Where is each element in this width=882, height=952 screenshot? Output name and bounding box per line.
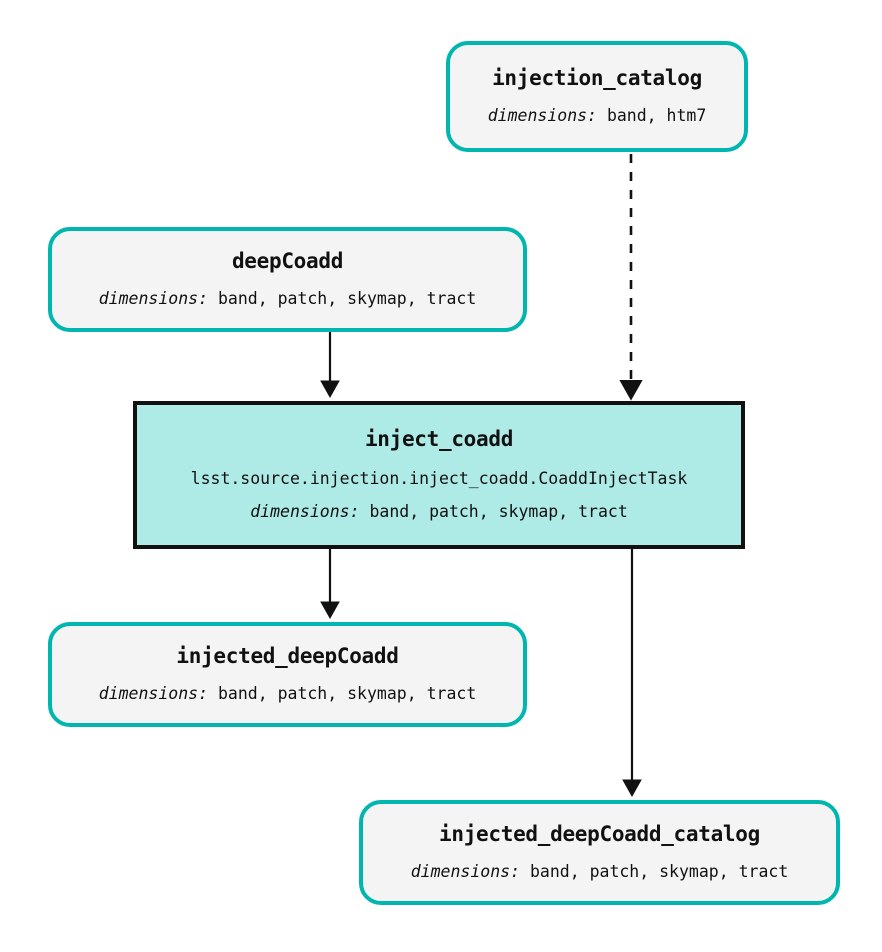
dimensions-key: dimensions: <box>487 105 597 125</box>
node-injected-deepcoadd[interactable]: injected_deepCoadd dimensions: band, pat… <box>48 622 527 727</box>
node-injected-deepcoadd-catalog[interactable]: injected_deepCoadd_catalog dimensions: b… <box>359 800 840 905</box>
node-dimensions: dimensions: band, htm7 <box>487 105 707 126</box>
node-dimensions: dimensions: band, patch, skymap, tract <box>98 288 477 309</box>
node-title: inject_coadd <box>364 427 514 452</box>
dimensions-key: dimensions: <box>98 288 209 308</box>
dimensions-value: band, patch, skymap, tract <box>217 683 477 703</box>
node-dimensions: dimensions: band, patch, skymap, tract <box>98 683 477 704</box>
node-dimensions: dimensions: band, patch, skymap, tract <box>410 861 789 882</box>
node-title: injected_deepCoadd <box>176 644 399 669</box>
node-title: injected_deepCoadd_catalog <box>439 822 760 847</box>
node-title: deepCoadd <box>231 249 344 274</box>
node-inject-coadd[interactable]: inject_coadd lsst.source.injection.injec… <box>133 401 745 549</box>
node-dimensions: dimensions: band, patch, skymap, tract <box>250 501 628 522</box>
dimensions-value: band, patch, skymap, tract <box>369 501 628 521</box>
node-title: injection_catalog <box>492 66 702 91</box>
node-deepcoadd[interactable]: deepCoadd dimensions: band, patch, skyma… <box>48 227 527 332</box>
dimensions-key: dimensions: <box>410 861 521 881</box>
dimensions-key: dimensions: <box>250 501 360 521</box>
dimensions-value: band, htm7 <box>606 105 707 125</box>
node-injection-catalog[interactable]: injection_catalog dimensions: band, htm7 <box>446 41 748 152</box>
node-class-path: lsst.source.injection.inject_coadd.Coadd… <box>190 468 688 488</box>
dimensions-key: dimensions: <box>98 683 209 703</box>
dimensions-value: band, patch, skymap, tract <box>529 861 789 881</box>
dimensions-value: band, patch, skymap, tract <box>217 288 477 308</box>
